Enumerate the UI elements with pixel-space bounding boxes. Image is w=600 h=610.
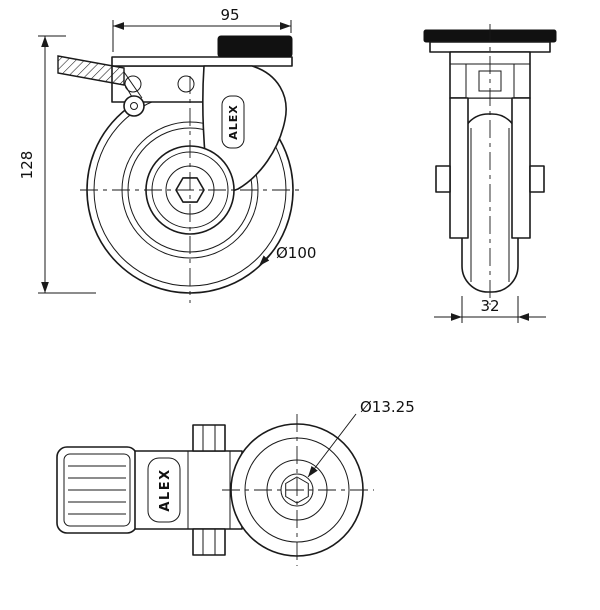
dimension-32-label: 32 <box>480 297 499 315</box>
dimension-wheel-width: 32 <box>434 296 546 323</box>
label-wheel-diameter: Ø100 <box>258 244 316 267</box>
brake-lever-handle <box>57 55 125 86</box>
brake-linkage-line-1 <box>123 71 143 99</box>
top-plate <box>111 56 293 67</box>
top-view: ALEX Ø13.25 <box>56 398 415 566</box>
dimension-128-label: 128 <box>18 151 36 180</box>
dimension-95-label: 95 <box>220 6 239 24</box>
brake-lever <box>57 55 145 117</box>
bracket-pin-right <box>177 75 195 93</box>
mount-nut-bottom <box>192 528 226 556</box>
fork-leg-left <box>449 97 469 239</box>
mount-nut-top <box>192 424 226 452</box>
dimension-overall-height: 128 <box>18 35 96 294</box>
brake-pivot-pin <box>130 102 138 110</box>
axle-boss-left <box>435 165 451 193</box>
brand-plate-top <box>147 457 181 523</box>
dimension-plate-length: 95 <box>112 6 292 52</box>
brake-pivot-circle <box>123 95 145 117</box>
brake-linkage-line-2 <box>123 82 133 98</box>
label-bolt-hole-diameter: Ø13.25 <box>307 398 415 478</box>
top-pad <box>217 35 293 58</box>
fork-leg-right <box>511 97 531 239</box>
dimension-bolt-hole-label: Ø13.25 <box>360 398 415 416</box>
brand-label-top: ALEX <box>158 468 173 511</box>
brand-plate-side <box>221 95 245 149</box>
brand-label-side: ALEX <box>227 104 240 140</box>
front-view: 32 <box>423 24 557 323</box>
brake-pedal-ribs <box>68 465 126 515</box>
dimension-wheel-diameter-label: Ø100 <box>276 244 316 262</box>
axle-boss-right <box>529 165 545 193</box>
side-view: ALEX 95 128 Ø100 <box>18 6 316 303</box>
